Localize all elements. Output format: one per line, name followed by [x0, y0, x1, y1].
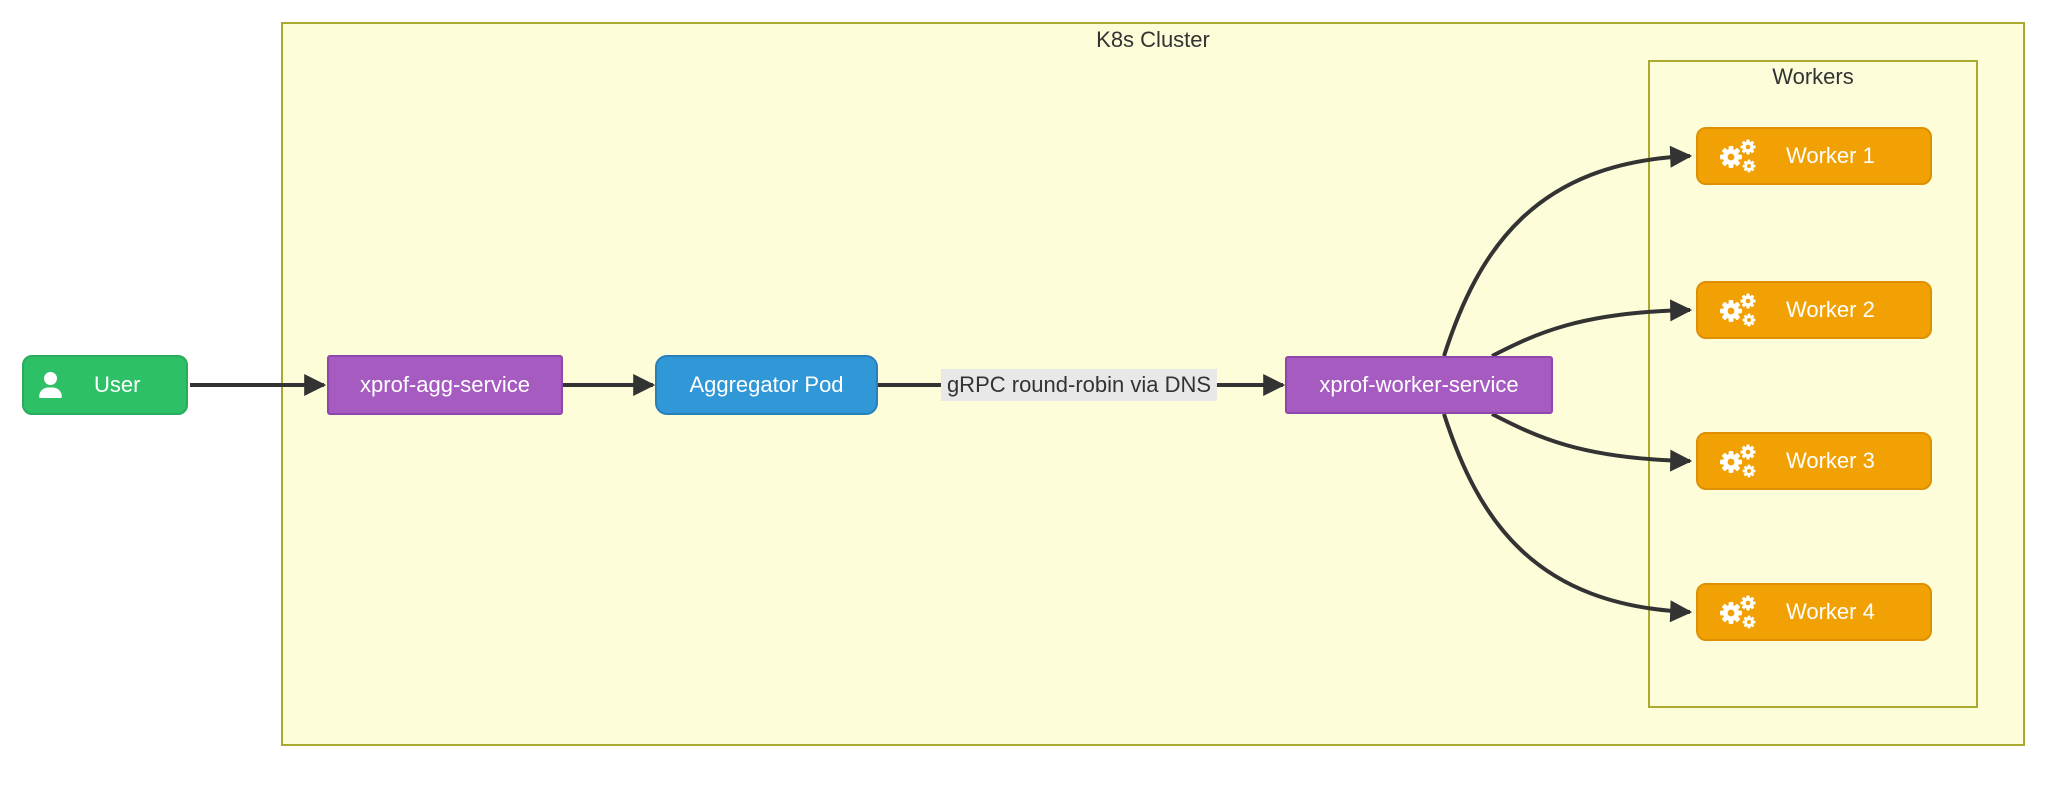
node-worker-4: Worker 4 — [1696, 583, 1932, 641]
node-worker-1-label: Worker 1 — [1786, 143, 1875, 168]
gears-icon — [1720, 444, 1756, 478]
edge-svc-to-worker4 — [1442, 413, 1693, 623]
grpc-edge-label: gRPC round-robin via DNS — [940, 369, 1218, 401]
edge-svc-to-worker1 — [1442, 145, 1693, 357]
k8s-cluster-title: K8s Cluster — [1096, 27, 1210, 52]
gears-icon — [1720, 293, 1756, 327]
node-worker-1: Worker 1 — [1696, 127, 1932, 185]
node-worker-service: xprof-worker-service — [1285, 356, 1553, 414]
workers-group-title: Workers — [1772, 64, 1854, 89]
node-worker-4-label: Worker 4 — [1786, 599, 1875, 624]
node-user: User — [22, 355, 188, 415]
node-user-label: User — [94, 372, 141, 397]
edge-svc-to-worker2 — [1491, 299, 1693, 358]
node-worker-3-label: Worker 3 — [1786, 448, 1875, 473]
user-icon — [39, 372, 62, 398]
gears-icon — [1720, 139, 1756, 173]
node-aggregator-pod-label: Aggregator Pod — [689, 372, 844, 397]
node-worker-3: Worker 3 — [1696, 432, 1932, 490]
edge-svc-to-worker3 — [1491, 412, 1693, 472]
node-worker-2: Worker 2 — [1696, 281, 1932, 339]
node-worker-service-label: xprof-worker-service — [1319, 372, 1519, 397]
node-aggregator-pod: Aggregator Pod — [655, 355, 878, 415]
node-agg-service-label: xprof-agg-service — [360, 372, 530, 397]
node-agg-service: xprof-agg-service — [327, 355, 563, 415]
node-worker-2-label: Worker 2 — [1786, 297, 1875, 322]
gears-icon — [1720, 595, 1756, 629]
